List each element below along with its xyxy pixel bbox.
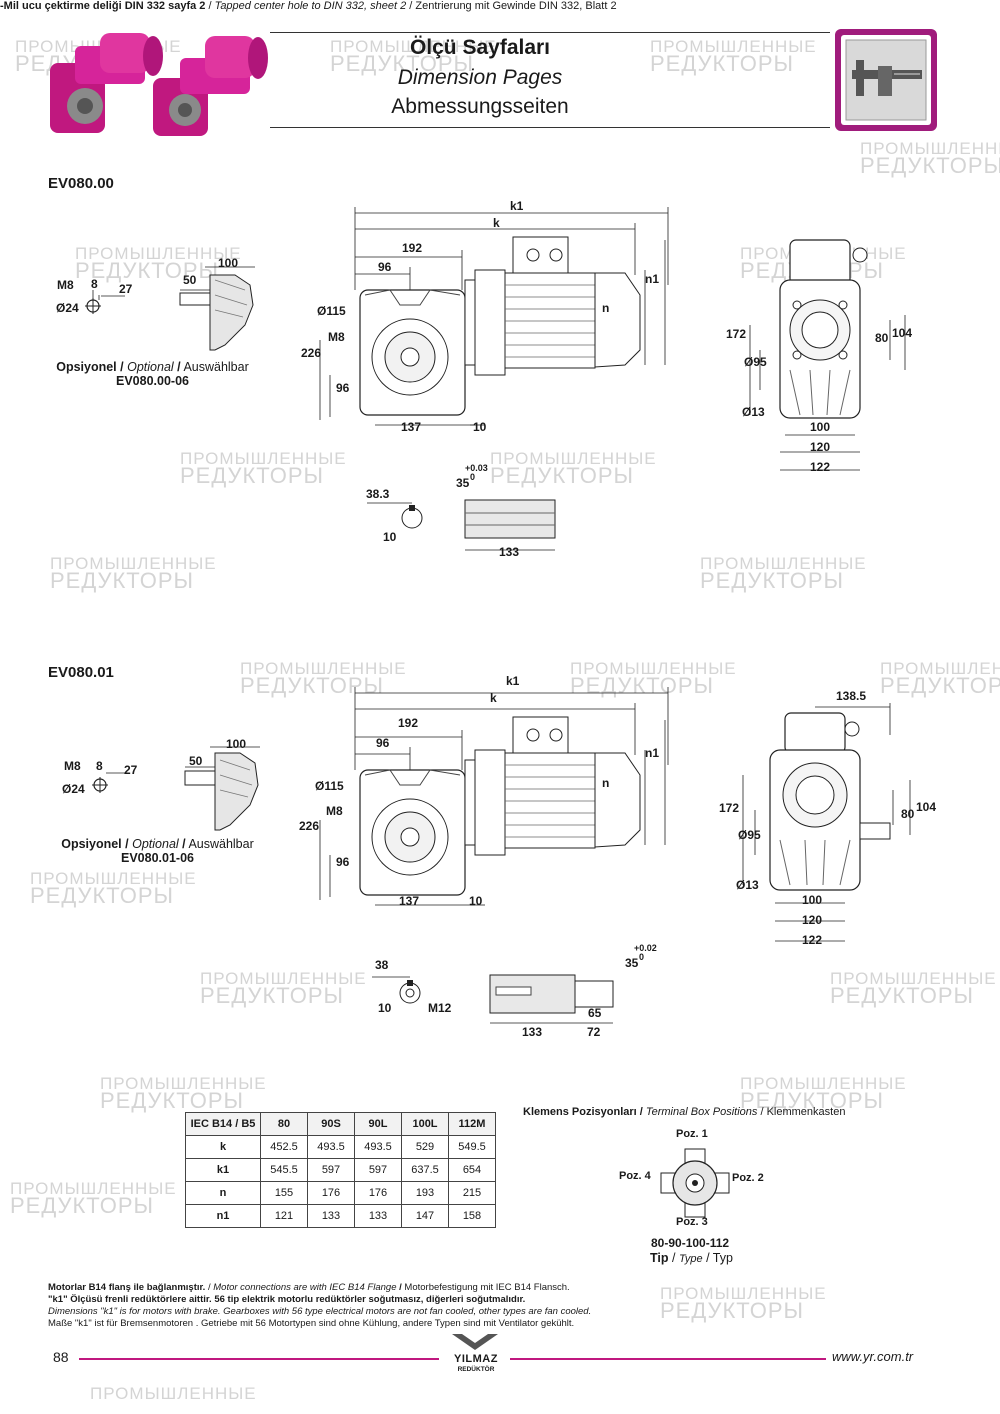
optional-flange-drawing-1 [179, 266, 255, 351]
shaft-detail-2 [372, 974, 614, 1024]
terminal-box-title: Klemens Pozisyonları / Terminal Box Posi… [523, 1106, 846, 1118]
footnote-3: Dimensions "k1" is for motors with brake… [48, 1306, 592, 1317]
terminal-type-label: Tip / Type / Typ [650, 1251, 733, 1265]
brand-logo-mark [452, 1334, 498, 1350]
model-heading-ev080-01: EV080.01 [48, 664, 114, 681]
gearbox-front-view-2 [742, 703, 911, 942]
gearbox-side-view-2 [319, 687, 669, 906]
optional-caption-1: Opsiyonel / Optional / Auswählbar EV080.… [56, 360, 249, 388]
product-photo [50, 33, 268, 136]
footer-rule-left [79, 1358, 439, 1360]
footnote-1: Motorlar B14 flanş ile bağlanmıştır. / M… [48, 1282, 570, 1293]
optional-caption-2: Opsiyonel / Optional / Auswählbar EV080.… [61, 837, 254, 865]
brand-logo-subtext: REDÜKTÖR [457, 1366, 495, 1373]
page-number: 88 [53, 1349, 69, 1365]
footnote-4: Maße "k1" ist für Bremsenmotoren . Getri… [48, 1318, 575, 1329]
gear-motor-image-2 [153, 36, 268, 136]
bore-detail-1 [367, 499, 556, 551]
page-title: Ölçü Sayfaları [409, 36, 551, 59]
optional-flange-drawing-2 [184, 746, 260, 831]
gearbox-side-view-1 [319, 207, 669, 426]
brand-logo-text: YILMAZ [454, 1353, 498, 1365]
page-subtitle-en: Dimension Pages [397, 66, 563, 89]
din-note: -Mil ucu çektirme deliği DIN 332 sayfa 2… [0, 0, 617, 12]
caliper-icon [835, 29, 937, 131]
terminal-box-diagram [660, 1148, 730, 1218]
page-subtitle-de: Abmessungsseiten [391, 95, 569, 118]
shaft-end-detail-1 [85, 290, 125, 314]
website-url: www.yr.com.tr [832, 1349, 914, 1364]
shaft-end-detail-2 [92, 772, 130, 793]
model-heading-ev080-00: EV080.00 [48, 175, 114, 192]
footnote-2: "k1" Ölçüsü frenli redüktörlere aittir. … [48, 1294, 526, 1305]
gear-motor-image-1 [50, 33, 163, 133]
gearbox-front-view-1 [749, 239, 906, 471]
footer-rule-right [510, 1358, 826, 1360]
table-header-row: IEC B14 / B5 80 90S 90L 100L 112M [185, 1112, 496, 1136]
